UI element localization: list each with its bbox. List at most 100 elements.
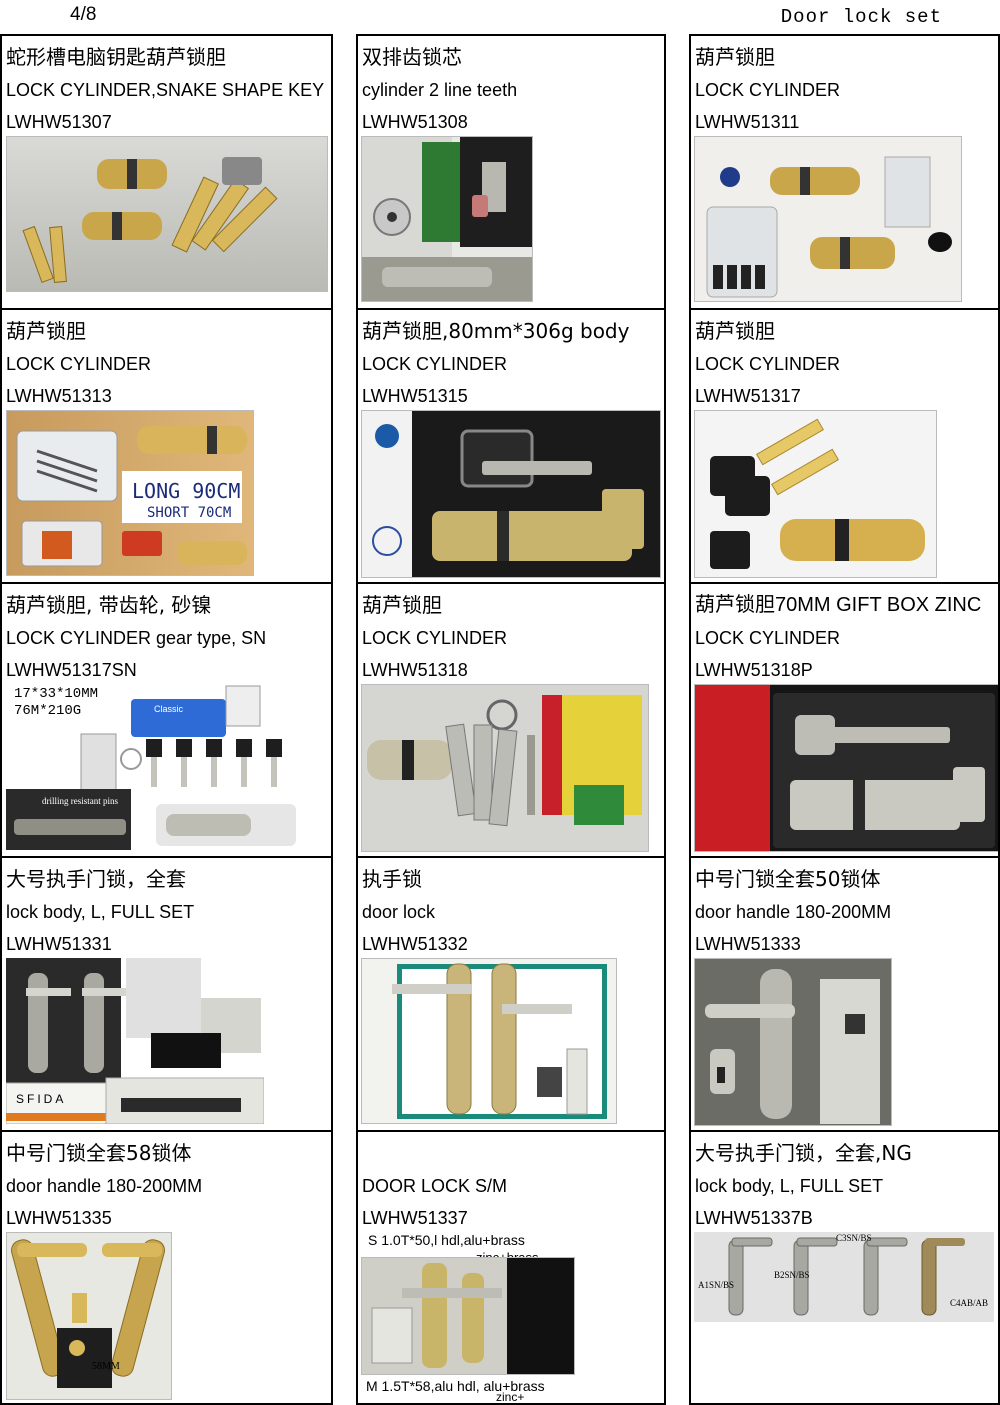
product-name-cn: 大号执手门锁，全套,NG	[695, 1141, 912, 1165]
cylinder-pack-image	[706, 156, 952, 298]
product-photo	[361, 410, 661, 578]
product-code: LWHW51311	[695, 112, 800, 132]
product-code: LWHW51308	[362, 112, 468, 132]
product-cell: 葫芦锁胆 LOCK CYLINDER LWHW51318	[356, 582, 666, 858]
product-cell: 葫芦锁胆 LOCK CYLINDER LWHW51313 LONG 90CM S…	[0, 308, 333, 584]
lever-handle-set-image	[6, 958, 264, 1124]
spec-note: M 1.5T*58,alu hdl, alu+brass	[366, 1378, 545, 1394]
photo-note: drilling resistant pins	[42, 796, 118, 806]
product-name-cn: 执手锁	[362, 867, 422, 891]
product-code: LWHW51307	[6, 112, 112, 132]
photo-note: SFIDA	[16, 1092, 67, 1106]
product-code: LWHW51317	[695, 386, 801, 406]
photo-note: SHORT 70CM	[147, 505, 232, 521]
catalog-title: Door lock set	[780, 6, 942, 28]
door-lock-sm-image	[362, 1258, 574, 1374]
gift-box-cylinder-image	[695, 685, 995, 851]
brass-cylinder-image	[22, 157, 278, 284]
gear-cylinder-image	[6, 685, 296, 850]
product-code: LWHW51313	[6, 386, 112, 406]
product-name-en: door handle 180-200MM	[695, 902, 892, 922]
product-photo: SFIDA	[6, 958, 264, 1124]
product-name-en: LOCK CYLINDER	[695, 80, 841, 100]
product-cell: DOOR LOCK S/M LWHW51337 S 1.0T*50,l hdl,…	[356, 1130, 666, 1405]
product-name-en: LOCK CYLINDER	[695, 354, 841, 374]
product-code: LWHW51337B	[695, 1208, 813, 1228]
cylinder-boxed-keys-image	[367, 695, 642, 827]
product-name-cn: 葫芦锁胆	[6, 319, 86, 343]
photo-note: LONG 90CM	[132, 479, 241, 503]
photo-note: 17*33*10MM	[14, 686, 99, 702]
product-photo	[694, 958, 892, 1126]
product-name-cn: 葫芦锁胆	[695, 45, 775, 69]
four-handles-image	[728, 1237, 965, 1316]
handle-lock-body-image	[705, 969, 880, 1124]
product-name-en: LOCK CYLINDER	[362, 354, 508, 374]
product-code: LWHW51315	[362, 386, 468, 406]
photo-note: Classic	[154, 704, 184, 714]
product-photo	[361, 1257, 575, 1375]
product-name-cn: 葫芦锁胆,80mm*306g body	[362, 319, 630, 343]
product-name-cn: 蛇形槽电脑钥匙葫芦锁胆	[6, 45, 226, 69]
page-number: 4/8	[70, 4, 97, 25]
cylinder-long-short-image	[16, 426, 247, 567]
product-code: LWHW51332	[362, 934, 468, 954]
product-photo	[361, 958, 617, 1124]
product-code: LWHW51331	[6, 934, 112, 954]
product-name-en: LOCK CYLINDER,SNAKE SHAPE KEY	[6, 80, 325, 100]
product-name-en: lock body, L, FULL SET	[6, 902, 195, 922]
product-cell: 中号门锁全套50锁体 door handle 180-200MM LWHW513…	[689, 856, 1000, 1132]
product-cell: 葫芦锁胆 LOCK CYLINDER LWHW51317	[689, 308, 1000, 584]
product-cell: 双排齿锁芯 cylinder 2 line teeth LWHW51308	[356, 34, 666, 310]
product-photo	[6, 136, 328, 292]
product-name-en: LOCK CYLINDER	[6, 354, 152, 374]
gold-door-lock-image	[392, 963, 607, 1119]
product-photo	[361, 136, 533, 302]
product-name-cn: 双排齿锁芯	[362, 45, 462, 69]
product-name-cn: 葫芦锁胆70MM GIFT BOX ZINC	[695, 594, 982, 616]
photo-note: A1SN/BS	[698, 1280, 735, 1290]
product-cell: 葫芦锁胆 LOCK CYLINDER LWHW51311	[689, 34, 1000, 310]
product-name-cn: 葫芦锁胆	[362, 593, 442, 617]
photo-note: 58MM	[92, 1361, 120, 1372]
product-photo: A1SN/BS B2SN/BS C3SN/BS C4AB/AB	[694, 1232, 994, 1322]
gold-handle-set-image	[11, 1239, 165, 1388]
product-code: LWHW51317SN	[6, 660, 137, 680]
product-name-en: LOCK CYLINDER	[362, 628, 508, 648]
cylinder-black-keys-image	[710, 418, 925, 569]
product-photo	[694, 410, 937, 578]
product-photo: LONG 90CM SHORT 70CM	[6, 410, 254, 576]
product-name-en: door handle 180-200MM	[6, 1176, 203, 1196]
product-code: LWHW51335	[6, 1208, 112, 1228]
product-code: LWHW51337	[362, 1208, 468, 1228]
product-name-en: LOCK CYLINDER	[695, 628, 841, 648]
photo-note: C3SN/BS	[836, 1233, 872, 1243]
product-name-en: cylinder 2 line teeth	[362, 80, 518, 100]
product-code: LWHW51333	[695, 934, 801, 954]
product-photo	[694, 136, 962, 302]
spec-note: S 1.0T*50,l hdl,alu+brass	[368, 1232, 525, 1248]
photo-note: C4AB/AB	[950, 1298, 989, 1308]
product-name-cn: 葫芦锁胆, 带齿轮, 砂镍	[6, 593, 212, 617]
product-name-en: lock body, L, FULL SET	[695, 1176, 884, 1196]
product-name-cn: 葫芦锁胆	[695, 319, 775, 343]
product-cell: 蛇形槽电脑钥匙葫芦锁胆 LOCK CYLINDER,SNAKE SHAPE KE…	[0, 34, 333, 310]
spec-note: zinc+	[496, 1390, 525, 1404]
boxed-cylinder-image	[362, 411, 644, 577]
product-photo	[694, 684, 998, 852]
product-code: LWHW51318	[362, 660, 468, 680]
photo-note: 76M*210G	[14, 703, 82, 719]
product-photo	[361, 684, 649, 852]
product-name-en: door lock	[362, 902, 436, 922]
product-photo: 17*33*10MM 76M*210G Classic drilling res…	[6, 684, 320, 850]
photo-note: B2SN/BS	[774, 1270, 810, 1280]
product-code: LWHW51318P	[695, 660, 813, 680]
product-name-cn: 中号门锁全套58锁体	[6, 1141, 192, 1165]
product-cell: 中号门锁全套58锁体 door handle 180-200MM LWHW513…	[0, 1130, 333, 1405]
product-cell: 大号执手门锁，全套 lock body, L, FULL SET LWHW513…	[0, 856, 333, 1132]
cylinder-teeth-image	[362, 137, 532, 301]
product-cell: 葫芦锁胆70MM GIFT BOX ZINC LOCK CYLINDER LWH…	[689, 582, 1000, 858]
product-cell: 大号执手门锁，全套,NG lock body, L, FULL SET LWHW…	[689, 1130, 1000, 1405]
product-cell: 执手锁 door lock LWHW51332	[356, 856, 666, 1132]
product-name-cn: 中号门锁全套50锁体	[695, 867, 881, 891]
